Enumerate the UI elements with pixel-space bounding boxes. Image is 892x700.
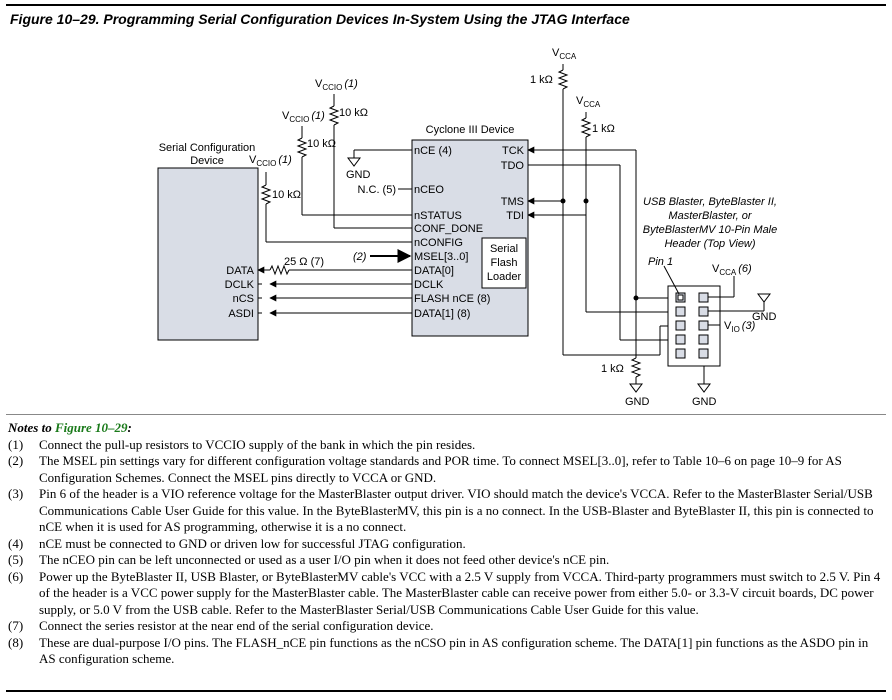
gnd-label-header-bottom: GND <box>692 396 717 408</box>
resistor-25ohm <box>269 264 290 276</box>
resistor-10k-a <box>260 184 272 205</box>
gnd-symbol-tck <box>629 383 643 393</box>
cyclone-pin-tdi: TDI <box>506 210 524 222</box>
cyclone-pin-conf-done: CONF_DONE <box>414 223 483 235</box>
resistor-1k-tdi <box>580 117 592 138</box>
note-item: (3)Pin 6 of the header is a VIO referenc… <box>8 486 874 534</box>
r10k-label-c: 10 kΩ <box>339 107 368 119</box>
junction-dots <box>560 198 639 301</box>
r10k-label-a: 10 kΩ <box>272 189 301 201</box>
header-caption-1: USB Blaster, ByteBlaster II, <box>643 196 777 208</box>
sfl-line-3: Loader <box>487 271 522 283</box>
header-vcca6-label: VCCA(6) <box>712 263 752 277</box>
header-caption-3: ByteBlasterMV 10-Pin Male <box>643 224 778 236</box>
notes-heading-suffix: : <box>127 420 132 435</box>
notes-section: Notes to Figure 10–29: (1)Connect the pu… <box>8 420 886 668</box>
note-item: (4)nCE must be connected to GND or drive… <box>8 535 466 551</box>
resistor-10k-b <box>296 137 308 158</box>
note-item: (6)Power up the ByteBlaster II, USB Blas… <box>8 568 881 617</box>
serial-pin-dclk: DCLK <box>225 279 255 291</box>
gnd-label-header-top: GND <box>752 311 777 323</box>
vccio-label-b: VCCIO(1) <box>282 110 325 124</box>
vccio-label-c: VCCIO(1) <box>315 78 358 92</box>
cyclone-pin-nstatus: nSTATUS <box>414 210 462 222</box>
serial-pin-asdi: ASDI <box>228 308 254 320</box>
sfl-line-2: Flash <box>491 257 518 269</box>
notes-heading: Notes to Figure 10–29: <box>8 420 886 437</box>
r1k-label-tck: 1 kΩ <box>601 363 624 375</box>
note2-label: (2) <box>353 251 367 263</box>
header-vio3-label: VIO(3) <box>724 320 756 334</box>
r1k-label-tms: 1 kΩ <box>530 74 553 86</box>
resistor-1k-tms <box>557 69 569 90</box>
resistor-10k-c <box>328 105 340 126</box>
gnd-label-nce: GND <box>346 169 371 181</box>
cyclone-title: Cyclone III Device <box>426 124 515 136</box>
cyclone-pin-nce: nCE (4) <box>414 145 452 157</box>
note-item: (8)These are dual-purpose I/O pins. The … <box>8 634 869 667</box>
resistor-1k-tck <box>630 357 642 378</box>
serial-pin-ncs: nCS <box>233 293 254 305</box>
sfl-box <box>481 237 527 289</box>
gnd-symbol-header-bottom <box>697 383 711 393</box>
top-rule <box>6 4 886 6</box>
serial-device-title-2: Device <box>190 155 224 167</box>
sfl-line-1: Serial <box>490 243 518 255</box>
notes-divider <box>6 414 886 415</box>
cyclone-pin-tms: TMS <box>501 196 524 208</box>
note-item: (2)The MSEL pin settings vary for differ… <box>8 453 842 485</box>
gnd-label-tck: GND <box>625 396 650 408</box>
header-caption-2: MasterBlaster, or <box>668 210 752 222</box>
figure-title: Figure 10–29. Programming Serial Configu… <box>10 11 630 27</box>
cyclone-pin-nconfig: nCONFIG <box>414 237 463 249</box>
cyclone-pin-nceo: nCEO <box>414 184 444 196</box>
cyclone-pin-data0: DATA[0] <box>414 265 454 277</box>
gnd-symbol-header-top <box>757 293 771 303</box>
note-item: (7)Connect the series resistor at the ne… <box>8 618 434 633</box>
r10k-label-b: 10 kΩ <box>307 138 336 150</box>
notes-heading-figure-link[interactable]: Figure 10–29 <box>54 420 128 435</box>
bottom-rule <box>6 690 886 692</box>
header-pins <box>675 292 709 359</box>
cyclone-pin-msel: MSEL[3..0] <box>414 251 468 263</box>
r25-label: 25 Ω (7) <box>284 256 324 268</box>
serial-config-device-box <box>157 167 259 341</box>
cyclone-pin-tck: TCK <box>502 145 525 157</box>
notes-heading-prefix: Notes to <box>8 420 55 435</box>
cyclone-pin-flash-nce: FLASH nCE (8) <box>414 293 490 305</box>
note-item: (5)The nCEO pin can be left unconnected … <box>8 552 610 567</box>
gnd-symbol-nce <box>347 157 361 167</box>
serial-device-title-1: Serial Configuration <box>159 142 256 154</box>
vcca-label-top: VCCA <box>552 47 577 61</box>
header-caption-4: Header (Top View) <box>664 238 755 250</box>
jtag-schematic: Serial Configuration Device DATA DCLK nC… <box>157 47 778 408</box>
cyclone-pin-tdo: TDO <box>501 160 525 172</box>
cyclone-pin-dclk: DCLK <box>414 279 444 291</box>
cyclone-pin-data1: DATA[1] (8) <box>414 308 470 320</box>
serial-pin-data: DATA <box>226 265 254 277</box>
header-pin1-label: Pin 1 <box>648 256 673 268</box>
nc5-label: N.C. (5) <box>358 184 397 196</box>
r1k-label-tdi: 1 kΩ <box>592 123 615 135</box>
vcca-label-mid: VCCA <box>576 95 601 109</box>
note-item: (1)Connect the pull-up resistors to VCCI… <box>8 436 476 452</box>
vccio-label-a: VCCIO(1) <box>249 154 292 168</box>
